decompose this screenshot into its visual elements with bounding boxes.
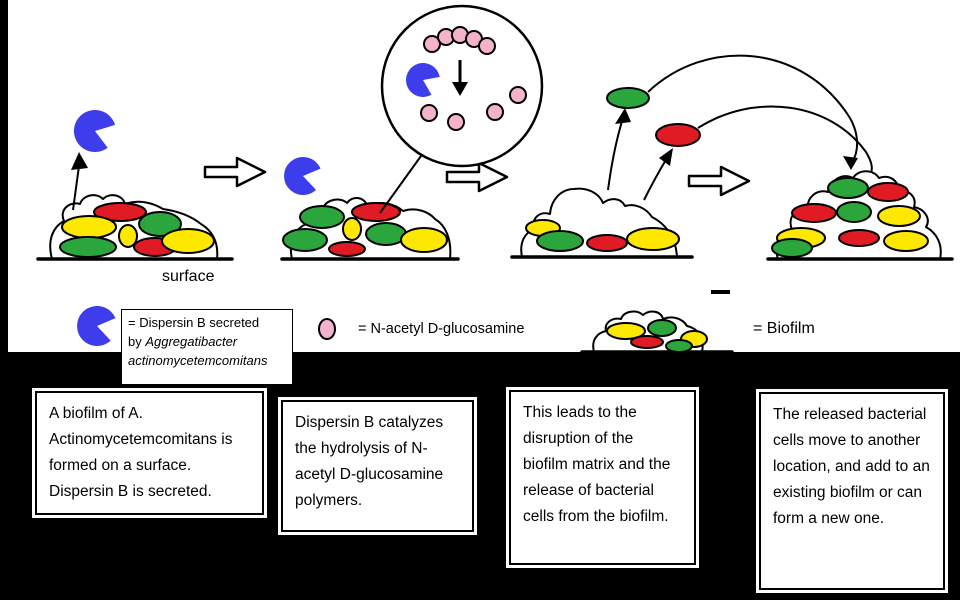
- biofilm-cell: [867, 182, 909, 202]
- biofilm-cell: [93, 202, 147, 222]
- caption-step-3: This leads to the disruption of the biof…: [509, 390, 696, 565]
- caption-step-4: The released bacterial cells move to ano…: [759, 392, 945, 590]
- biofilm-cell: [342, 217, 362, 241]
- biofilm-cell: [883, 230, 929, 252]
- hydrolysis-down-arrow: [452, 60, 468, 96]
- legend-species-name: Aggregatibacter actinomycetemcomitans: [128, 334, 268, 368]
- dash-mark: [711, 290, 730, 294]
- biofilm-cell: [838, 229, 880, 247]
- biofilm-cell: [827, 177, 869, 199]
- legend-biofilm-icon: [580, 310, 734, 354]
- legend-dispersin-text: = Dispersin B secreted by Aggregatibacte…: [121, 309, 293, 385]
- biofilm-cell: [536, 230, 584, 252]
- legend-glucosamine-label: = N-acetyl D-glucosamine: [358, 321, 525, 337]
- legend-dispersin-line1: = Dispersin B secreted: [128, 315, 260, 330]
- biofilm-cell: [606, 322, 646, 340]
- dispersin-enzyme-icon-magnified: [406, 63, 440, 97]
- biofilm-cell: [138, 211, 182, 237]
- step-arrow-3: [687, 165, 751, 197]
- release-arrow-green: [607, 108, 631, 191]
- glucosamine-fragments: [420, 86, 527, 131]
- legend-biofilm-label: = Biofilm: [753, 320, 815, 337]
- legend-dispersin-line2: by Aggregatibacter actinomycetemcomitans: [128, 332, 286, 370]
- biofilm-cell: [400, 227, 448, 253]
- stage2-biofilm: [280, 197, 460, 261]
- released-green-cell: [606, 87, 650, 109]
- biofilm-cell: [61, 215, 117, 239]
- magnifier-connector-line: [379, 155, 422, 214]
- glucosamine-polymer-chain: [423, 26, 496, 55]
- biofilm-cell: [161, 228, 215, 254]
- biofilm-cell: [630, 335, 664, 349]
- biofilm-cell: [771, 238, 813, 258]
- stage3-biofilm: [510, 187, 694, 259]
- legend-dispersin-icon: [77, 306, 116, 347]
- biofilm-cell: [59, 236, 117, 258]
- caption-step-1: A biofilm of A. Actinomycetemcomitans is…: [35, 391, 264, 515]
- caption-step-2: Dispersin B catalyzes the hydrolysis of …: [281, 400, 474, 532]
- dispersin-enzyme-icon-stage2: [284, 157, 321, 196]
- biofilm-cell: [365, 222, 407, 246]
- biofilm-cell: [647, 319, 677, 337]
- biofilm-cell: [299, 205, 345, 229]
- secretion-arrow: [71, 152, 88, 211]
- legend-glucosamine-icon: [318, 318, 336, 340]
- biofilm-cell: [836, 201, 872, 223]
- release-arrow-red: [643, 148, 673, 201]
- step-arrow-1: [203, 156, 267, 188]
- biofilm-cell: [328, 241, 366, 257]
- biofilm-cell: [877, 205, 921, 227]
- surface-label: surface: [162, 268, 215, 285]
- magnifier-callout: [380, 4, 544, 168]
- biofilm-cell: [282, 228, 328, 252]
- stage4-biofilm: [766, 170, 954, 261]
- biofilm-cell: [665, 339, 693, 353]
- biofilm-cell: [586, 234, 628, 252]
- step-arrow-2: [445, 161, 509, 193]
- released-red-cell: [655, 123, 701, 147]
- dispersin-enzyme-icon-stage1: [73, 109, 116, 152]
- biofilm-cell: [351, 202, 401, 222]
- legend-species-prefix: by: [128, 334, 146, 349]
- stage1-biofilm: [36, 194, 234, 261]
- biofilm-cell: [626, 227, 680, 251]
- biofilm-cell: [118, 224, 138, 248]
- biofilm-cell: [791, 203, 837, 223]
